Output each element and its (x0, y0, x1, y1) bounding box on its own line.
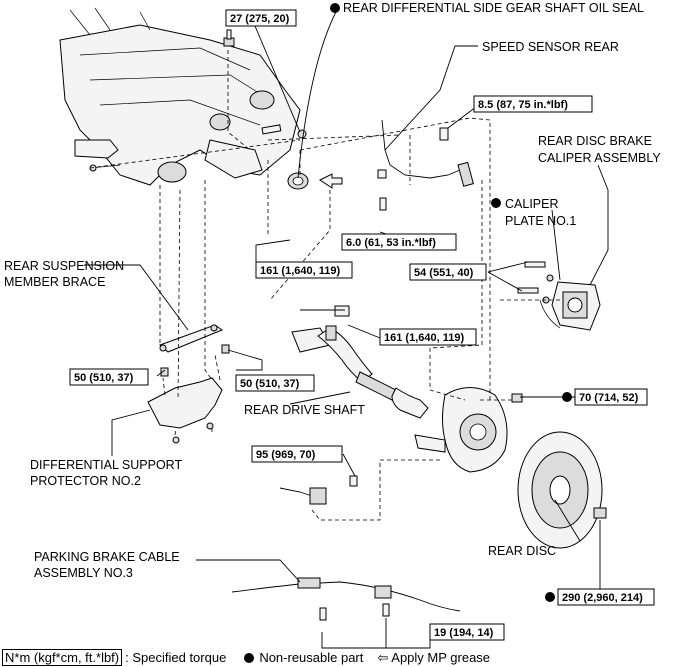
label-speed-sensor: SPEED SENSOR REAR (482, 40, 619, 54)
rear-disc-part (517, 431, 607, 549)
label-rear-disc: REAR DISC (488, 544, 556, 558)
label-caliper-plate-1: CALIPER (505, 197, 559, 211)
torque-box-50b: 50 (510, 37) (235, 374, 315, 392)
axle-hub-part (414, 387, 523, 473)
torque-161b-text: 161 (1,640, 119) (384, 332, 464, 344)
differential-protector-part (147, 377, 223, 444)
label-cable-1: PARKING BRAKE CABLE (34, 550, 180, 564)
label-drive-shaft: REAR DRIVE SHAFT (244, 403, 365, 417)
label-caliper-assy-2: CALIPER ASSEMBLY (538, 151, 661, 165)
hollow-arrow-icon: ⇦ (377, 649, 389, 665)
legend-nonreusable: Non-reusable part (259, 650, 364, 665)
torque-box-85: 8.5 (87, 75 in.*lbf) (473, 95, 593, 113)
filled-circle-icon (244, 652, 255, 663)
torque-290-text: 290 (2,960, 214) (562, 592, 643, 604)
parking-brake-bracket-part (279, 475, 358, 505)
nonreusable-caliper-plate-icon (491, 198, 501, 208)
label-brace-2: MEMBER BRACE (4, 275, 105, 289)
torque-box-54: 54 (551, 40) (409, 263, 487, 281)
label-brace-1: REAR SUSPENSION (4, 259, 124, 273)
grease-arrow-icon (319, 173, 343, 189)
label-protector-2: PROTECTOR NO.2 (30, 474, 141, 488)
nonreusable-nut-290-icon (545, 592, 555, 602)
alignment-lines (89, 50, 560, 521)
member-bolt-top (223, 29, 235, 47)
nonreusable-oil-seal-icon (330, 3, 340, 13)
torque-27-text: 27 (275, 20) (230, 13, 290, 25)
torque-box-290: 290 (2,960, 214) (557, 588, 655, 606)
torque-box-50a: 50 (510, 37) (69, 368, 149, 386)
label-cable-2: ASSEMBLY NO.3 (34, 566, 133, 580)
nonreusable-nut-70-icon (562, 392, 572, 402)
legend-torque-unit: N*m (kgf*cm, ft.*lbf) (2, 649, 123, 666)
legend-torque-desc: : Specified torque (125, 650, 227, 665)
legend-grease: Apply MP grease (391, 650, 491, 665)
torque-box-60: 6.0 (61, 53 in.*lbf) (341, 233, 457, 251)
label-caliper-assy-1: REAR DISC BRAKE (538, 134, 652, 148)
rear-drive-shaft-part (291, 305, 429, 419)
torque-54-text: 54 (551, 40) (414, 267, 474, 279)
torque-box-95: 95 (969, 70) (251, 445, 343, 463)
parking-brake-cable-part (231, 577, 461, 621)
torque-70-text: 70 (714, 52) (579, 392, 639, 404)
torque-box-161b: 161 (1,640, 119) (379, 328, 477, 346)
torque-95-text: 95 (969, 70) (256, 449, 316, 461)
caliper-assembly-part (517, 261, 601, 331)
speed-sensor-part (377, 119, 474, 211)
torque-50a-text: 50 (510, 37) (74, 372, 134, 384)
torque-box-70: 70 (714, 52) (574, 388, 648, 406)
rear-suspension-member (59, 7, 301, 186)
torque-60-text: 6.0 (61, 53 in.*lbf) (346, 237, 436, 249)
torque-161a-text: 161 (1,640, 119) (260, 265, 340, 277)
member-brace-part (159, 324, 230, 377)
torque-50b-text: 50 (510, 37) (240, 378, 300, 390)
leader-lines (84, 7, 609, 649)
legend: N*m (kgf*cm, ft.*lbf) : Specified torque… (0, 648, 673, 667)
label-protector-1: DIFFERENTIAL SUPPORT (30, 458, 182, 472)
label-caliper-plate-2: PLATE NO.1 (505, 214, 576, 228)
torque-box-19: 19 (194, 14) (429, 623, 505, 641)
torque-box-161a: 161 (1,640, 119) (255, 261, 353, 279)
torque-box-27: 27 (275, 20) (225, 9, 297, 27)
oil-seal-part (287, 172, 309, 190)
torque-85-text: 8.5 (87, 75 in.*lbf) (478, 99, 568, 111)
label-oil-seal: REAR DIFFERENTIAL SIDE GEAR SHAFT OIL SE… (343, 1, 644, 15)
torque-19-text: 19 (194, 14) (434, 627, 494, 639)
